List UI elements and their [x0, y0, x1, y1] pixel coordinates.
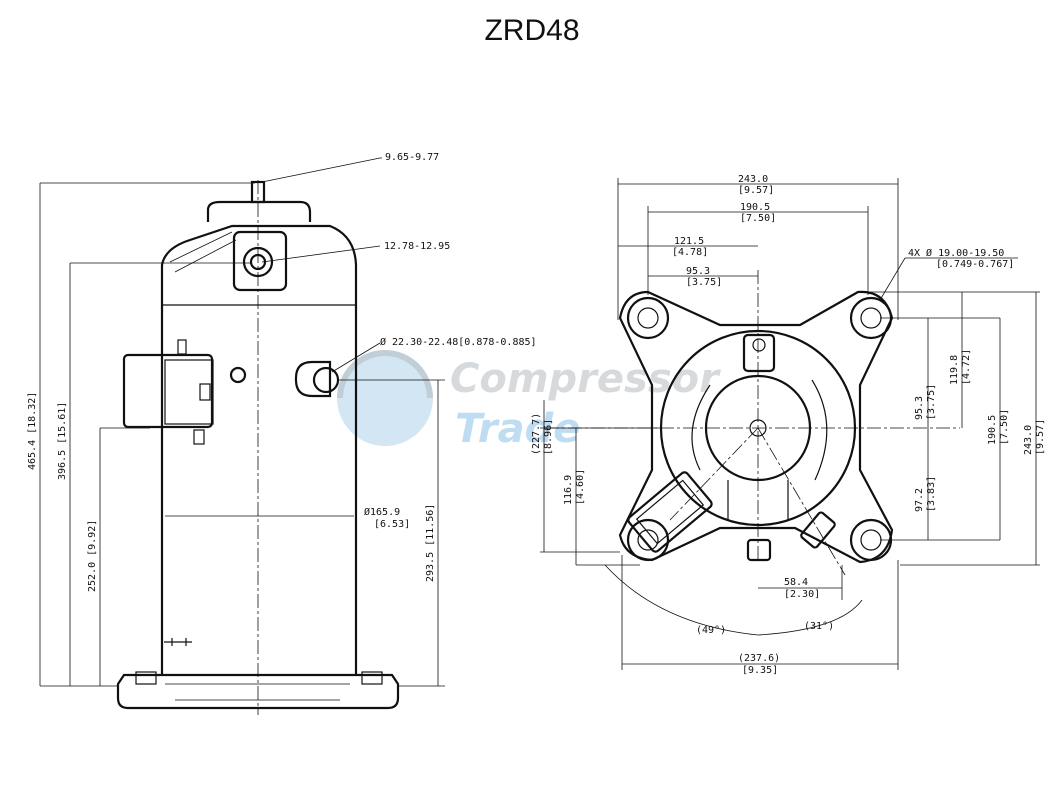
dim-w-121-in: [4.78]: [672, 247, 708, 258]
dim-v-95: 95.3: [914, 396, 925, 420]
dim-w-190-in: [7.50]: [740, 213, 776, 224]
dim-shell-dia-in: [6.53]: [374, 519, 410, 530]
dim-v-119: 119.8: [949, 355, 960, 385]
drawing-title: ZRD48: [484, 14, 580, 47]
watermark: Compressor Trade: [337, 350, 721, 452]
dim-v-116-in: [4.60]: [575, 469, 586, 505]
dim-v-190: 190.5: [987, 415, 998, 445]
dim-w-121: 121.5: [674, 236, 704, 247]
dim-top-fitting: 9.65-9.77: [385, 152, 439, 163]
top-view: [540, 178, 1040, 670]
dim-h-58: 58.4: [784, 577, 808, 588]
dim-discharge-fitting: Ø 22.30-22.48[0.878-0.885]: [380, 336, 537, 348]
side-view: [39, 157, 445, 715]
dim-height-discharge: 293.5 [11.56]: [425, 504, 436, 582]
dim-h-58-in: [2.30]: [784, 589, 820, 600]
dim-holes-in: [0.749-0.767]: [936, 259, 1014, 270]
dim-v-116: 116.9: [563, 475, 574, 505]
dim-v-190-in: [7.50]: [999, 409, 1010, 445]
dim-v-97-in: [3.83]: [926, 476, 937, 512]
dim-w-95-in: [3.75]: [686, 277, 722, 288]
dim-w-237-in: [9.35]: [742, 665, 778, 676]
dim-w-243: 243.0: [738, 174, 768, 185]
watermark-line1: Compressor: [450, 356, 721, 402]
dim-v-227: (227.7): [531, 413, 542, 455]
dim-v-243: 243.0: [1023, 425, 1034, 455]
dim-height-overall: 465.4 [18.32]: [27, 392, 38, 470]
dim-v-95-in: [3.75]: [926, 384, 937, 420]
dim-v-243-in: [9.57]: [1035, 419, 1046, 455]
dim-angle-31: (31°): [804, 621, 834, 632]
dim-w-237: (237.6): [738, 653, 780, 664]
dim-height-box: 252.0 [9.92]: [87, 520, 98, 592]
dim-v-119-in: [4.72]: [961, 349, 972, 385]
dim-v-227-in: [8.96]: [543, 419, 554, 455]
dim-holes: 4X Ø 19.00-19.50: [908, 247, 1004, 259]
watermark-line2: Trade: [455, 406, 580, 452]
dim-height-suction: 396.5 [15.61]: [57, 402, 68, 480]
dim-angle-49: (49°): [696, 625, 726, 636]
dim-w-190: 190.5: [740, 202, 770, 213]
dim-shell-dia: Ø165.9: [364, 506, 400, 518]
dim-w-243-in: [9.57]: [738, 185, 774, 196]
dim-v-97: 97.2: [914, 488, 925, 512]
dim-w-95: 95.3: [686, 266, 710, 277]
dim-suction-fitting: 12.78-12.95: [384, 241, 450, 252]
